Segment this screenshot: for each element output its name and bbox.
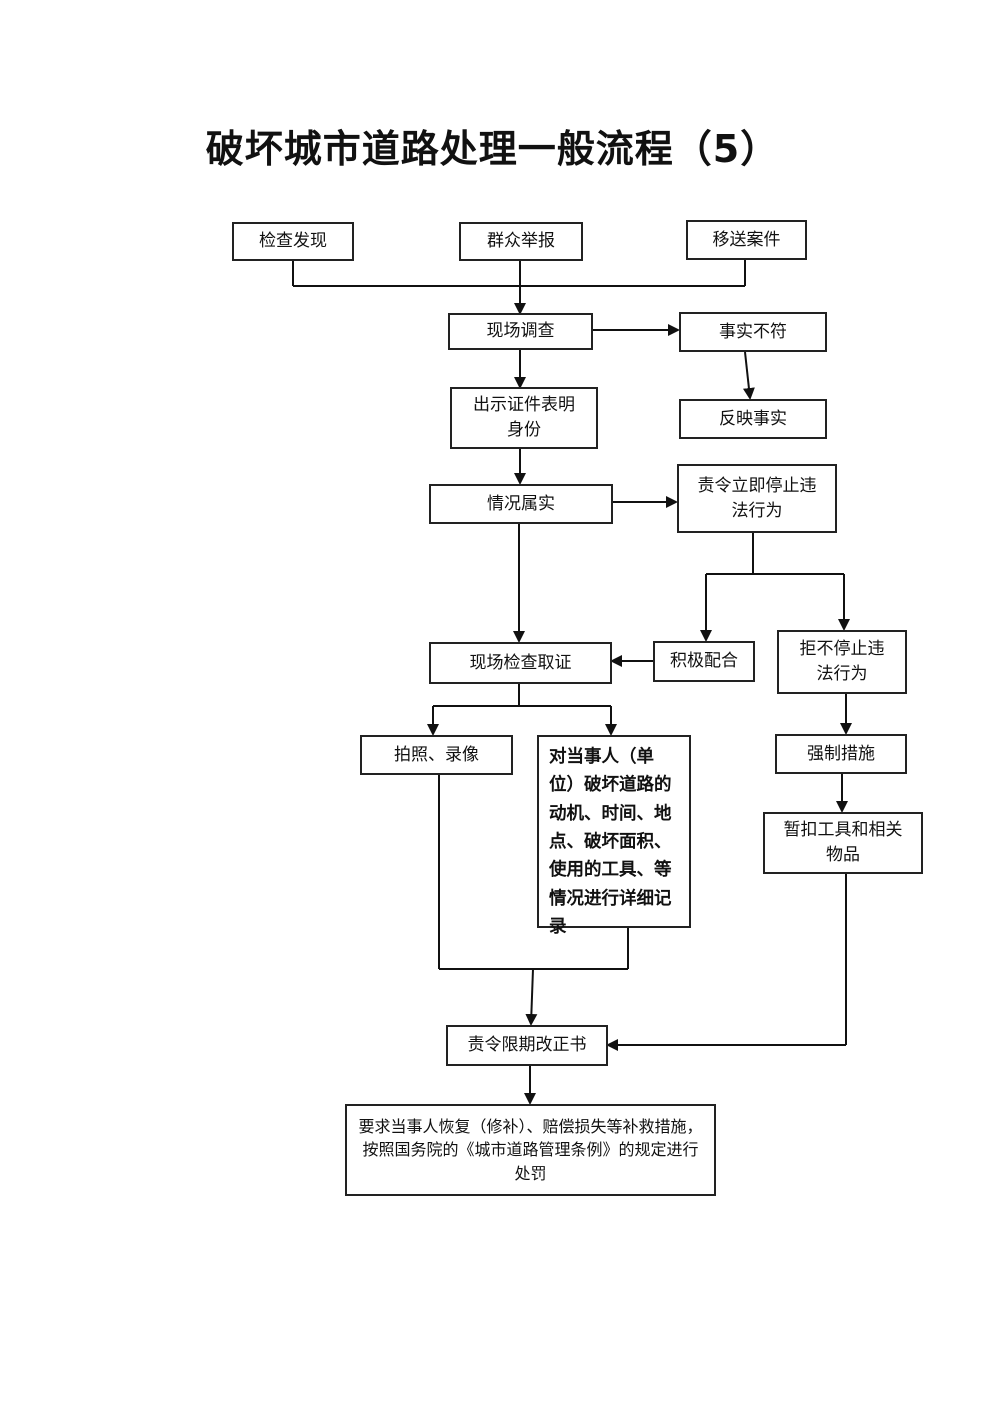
fact-true-box: 情况属实	[429, 484, 613, 524]
mismatch-box: 事实不符	[679, 312, 827, 352]
rectify-box: 责令限期改正书	[446, 1025, 608, 1066]
final-box: 要求当事人恢复（修补）、赔偿损失等补救措施，按照国务院的《城市道路管理条例》的规…	[345, 1104, 716, 1196]
record-box: 对当事人（单位）破坏道路的动机、时间、地点、破坏面积、使用的工具、等情况进行详细…	[537, 735, 691, 937]
order-stop-box: 责令立即停止违法行为	[677, 464, 837, 533]
photo-box: 拍照、录像	[360, 735, 513, 775]
seize-box: 暂扣工具和相关物品	[763, 812, 923, 874]
refuse-stop-box: 拒不停止违法行为	[777, 630, 907, 694]
site-survey-box: 现场调查	[448, 313, 593, 350]
show-id-box: 出示证件表明身份	[450, 387, 598, 449]
transfer-box: 移送案件	[686, 220, 807, 260]
force-box: 强制措施	[775, 734, 907, 774]
page-title: 破坏城市道路处理一般流程（5）	[205, 127, 780, 171]
inspect-box: 检查发现	[232, 222, 354, 261]
feedback-box: 反映事实	[679, 399, 827, 439]
report-box: 群众举报	[459, 222, 583, 261]
cooperate-box: 积极配合	[653, 641, 755, 682]
site-evidence-box: 现场检查取证	[429, 642, 612, 684]
